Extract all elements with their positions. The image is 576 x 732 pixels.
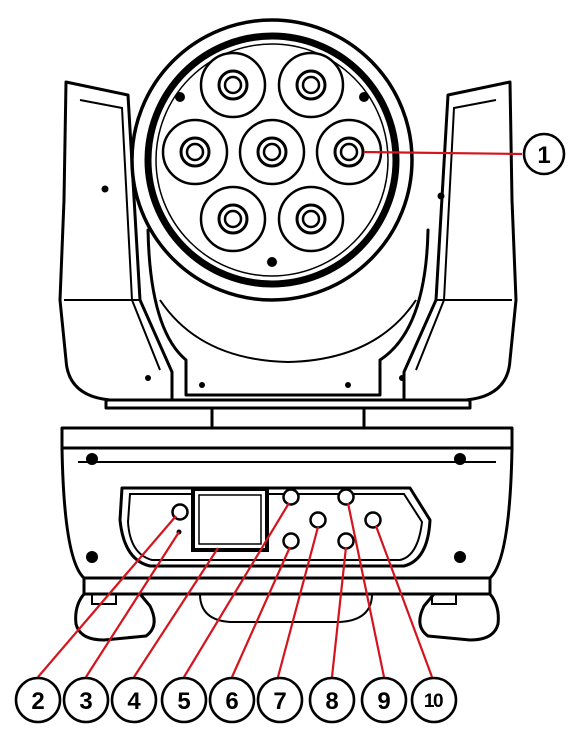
led-lens (199, 51, 267, 119)
leader-1 (363, 150, 523, 156)
panel-button[interactable] (282, 532, 300, 550)
panel-button[interactable] (309, 511, 327, 529)
callout-6-label: 6 (225, 688, 238, 715)
leader-5 (183, 502, 290, 678)
callout-1-label: 1 (537, 142, 550, 169)
screw-right-arm (437, 192, 445, 200)
callout-1: 1 (522, 132, 566, 176)
callout-9: 9 (360, 676, 408, 724)
leader-7 (276, 526, 320, 678)
led-lens (199, 185, 267, 253)
panel-button[interactable] (282, 488, 300, 506)
yoke-arm-left (58, 80, 174, 402)
base-top (60, 426, 514, 450)
callouts: 1 2 3 4 5 6 7 8 (14, 132, 566, 724)
head-housing (146, 228, 430, 397)
callout-8: 8 (308, 676, 356, 724)
face-screw (359, 92, 369, 102)
callout-4: 4 (110, 676, 158, 724)
leader-8 (330, 546, 348, 678)
screw-left-arm (101, 185, 109, 193)
leader-2 (37, 515, 177, 678)
panel-button[interactable] (337, 488, 355, 506)
base-foot-left (74, 592, 156, 642)
base-screw (454, 551, 466, 563)
base-screw (86, 453, 98, 465)
control-panel (118, 486, 432, 568)
face-screw (175, 92, 185, 102)
led-lens (161, 118, 229, 186)
panel-button[interactable] (364, 511, 382, 529)
status-led (171, 503, 189, 521)
yoke-base-bar (104, 398, 472, 410)
callout-4-label: 4 (127, 688, 141, 715)
leader-4 (133, 547, 219, 678)
callout-9-label: 9 (377, 688, 390, 715)
leader-9 (346, 502, 386, 678)
yoke-arm-right (402, 80, 518, 402)
leader-10 (374, 525, 434, 678)
callout-8-label: 8 (325, 688, 338, 715)
leader-6 (230, 546, 292, 678)
base-foot-right (418, 592, 500, 642)
leader-3 (85, 531, 180, 678)
callout-5: 5 (160, 676, 208, 724)
head-face (130, 18, 414, 302)
led-lens (277, 185, 345, 253)
base-screw (86, 551, 98, 563)
callout-2: 2 (14, 676, 62, 724)
callout-10-label: 10 (424, 691, 443, 712)
leader-lines (37, 150, 523, 678)
base-screw (454, 453, 466, 465)
callout-10: 10 (410, 676, 458, 724)
callout-3: 3 (62, 676, 110, 724)
callout-7-label: 7 (273, 688, 286, 715)
callout-6: 6 (208, 676, 256, 724)
face-screw (267, 257, 277, 267)
led-lens (238, 118, 306, 186)
callout-5-label: 5 (177, 688, 190, 715)
callout-2-label: 2 (31, 688, 44, 715)
yoke (58, 80, 518, 430)
led-lens (277, 51, 345, 119)
lcd-display (191, 487, 269, 552)
callout-3-label: 3 (79, 688, 92, 715)
callout-7: 7 (256, 676, 304, 724)
panel-button[interactable] (337, 532, 355, 550)
